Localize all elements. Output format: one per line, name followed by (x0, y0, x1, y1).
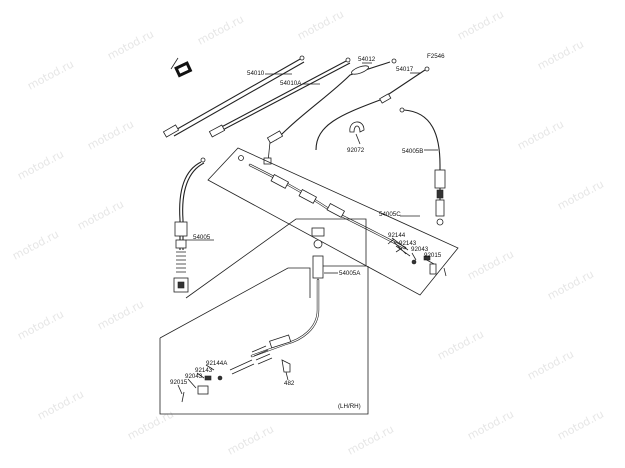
label-92143-lower: 92143 (195, 367, 213, 374)
label-482: 482 (284, 380, 295, 387)
variant-note: (LH/RH) (338, 403, 361, 410)
label-92144: 92144 (388, 232, 406, 239)
label-92143: 92143 (399, 240, 417, 247)
watermark: motod.ru (345, 422, 396, 457)
label-92015-lower: 92015 (170, 379, 188, 386)
watermark: motod.ru (465, 407, 516, 442)
label-54005C: 54005C (379, 211, 401, 218)
watermark: motod.ru (85, 117, 136, 152)
leader-lines (177, 62, 438, 395)
label-54005A: 54005A (339, 270, 361, 277)
watermark: motod.ru (455, 7, 506, 42)
watermark: motod.ru (25, 57, 76, 92)
watermark: motod.ru (15, 147, 66, 182)
watermark: motod.ru (125, 407, 176, 442)
watermark: motod.ru (295, 7, 346, 42)
watermark: motod.ru (35, 387, 86, 422)
watermark: motod.ru (195, 12, 246, 47)
front-direction-icon (170, 57, 193, 78)
watermark-layer: motod.ru motod.ru motod.ru motod.ru moto… (10, 7, 606, 457)
cable-54005B (399, 107, 446, 226)
label-92043: 92043 (411, 246, 429, 253)
label-92015: 92015 (424, 252, 442, 259)
cable-54012 (263, 58, 397, 165)
watermark: motod.ru (75, 197, 126, 232)
label-54010A: 54010A (280, 80, 302, 87)
watermark: motod.ru (515, 117, 566, 152)
label-92144A: 92144A (206, 360, 228, 367)
cable-54005 (173, 157, 206, 293)
watermark: motod.ru (555, 177, 606, 212)
watermark: motod.ru (535, 37, 586, 72)
watermark: motod.ru (10, 227, 61, 262)
label-92072: 92072 (347, 147, 365, 154)
inset-box-54005C (207, 147, 459, 296)
watermark: motod.ru (225, 422, 276, 457)
label-54005: 54005 (193, 234, 211, 241)
label-92043-lower: 92043 (185, 373, 203, 380)
watermark: motod.ru (15, 307, 66, 342)
lower-box-54005A (159, 218, 369, 415)
watermark: motod.ru (525, 347, 576, 382)
throttle-cable-54010A (208, 57, 351, 138)
clamp-92072 (349, 121, 365, 133)
watermark: motod.ru (545, 267, 596, 302)
diagram-code: F2546 (427, 53, 445, 60)
label-54005B: 54005B (402, 148, 423, 155)
watermark: motod.ru (555, 407, 606, 442)
label-54010: 54010 (247, 70, 265, 77)
watermark: motod.ru (95, 297, 146, 332)
label-54012: 54012 (358, 56, 376, 63)
label-54017: 54017 (396, 66, 414, 73)
watermark: motod.ru (105, 27, 156, 62)
watermark: motod.ru (435, 327, 486, 362)
part-labels: F2546 54010 54010A 54012 54017 92072 540… (170, 53, 445, 410)
cable-54017 (315, 66, 430, 151)
watermark: motod.ru (465, 247, 516, 282)
